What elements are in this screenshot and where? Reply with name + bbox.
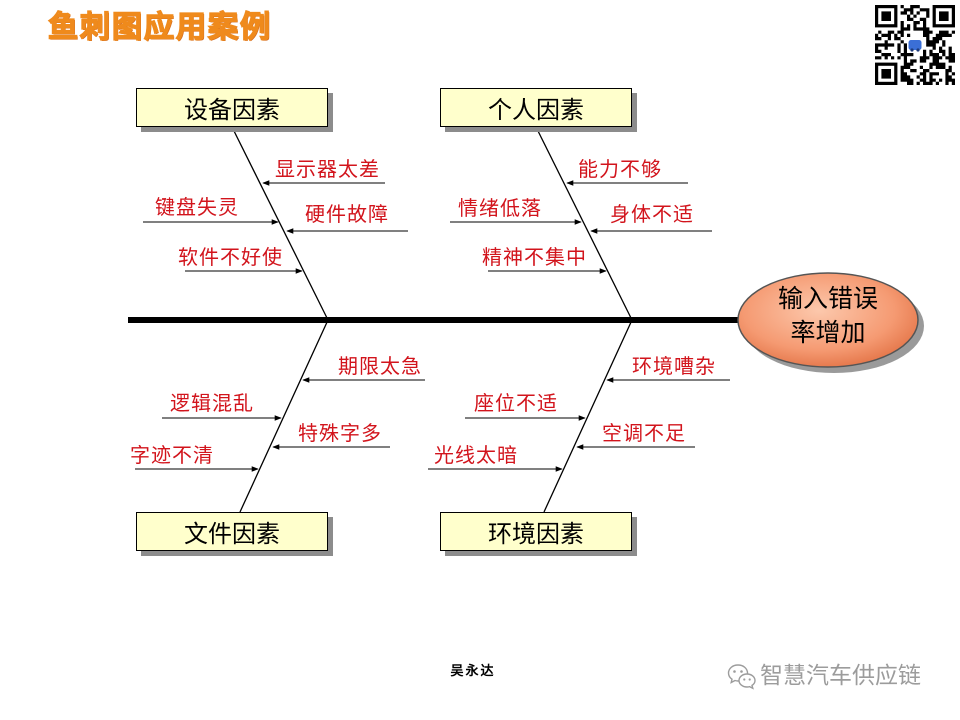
effect-label: 输入错误 率增加 xyxy=(738,282,918,350)
effect-line-2: 率增加 xyxy=(790,318,866,347)
category-label: 设备因素 xyxy=(184,96,280,124)
category-label: 环境因素 xyxy=(488,520,584,548)
cause-label-personal-1: 能力不够 xyxy=(578,157,662,181)
category-label: 文件因素 xyxy=(184,520,280,548)
category-box-personal: 个人因素 xyxy=(440,88,632,127)
watermark-text: 智慧汽车供应链 xyxy=(760,663,921,689)
bone-environment xyxy=(543,319,633,513)
cause-label-environment-3: 空调不足 xyxy=(602,421,686,445)
slide-title: 鱼刺图应用案例 xyxy=(47,9,272,45)
effect-head xyxy=(737,272,919,368)
cause-label-document-4: 字迹不清 xyxy=(130,443,214,467)
bone-personal xyxy=(535,126,633,321)
cause-label-document-3: 特殊字多 xyxy=(298,421,382,445)
cause-label-document-2: 逻辑混乱 xyxy=(170,391,254,415)
cause-label-equipment-1: 显示器太差 xyxy=(275,157,380,181)
cause-label-equipment-3: 硬件故障 xyxy=(305,202,389,226)
cause-label-personal-4: 精神不集中 xyxy=(482,245,587,269)
category-box-document: 文件因素 xyxy=(136,512,328,551)
category-box-equipment: 设备因素 xyxy=(136,88,328,127)
qr-finder-patterns xyxy=(875,5,955,85)
category-label: 个人因素 xyxy=(488,96,584,124)
bone-document xyxy=(239,319,329,513)
qr-code-icon xyxy=(875,5,955,85)
cause-label-document-1: 期限太急 xyxy=(338,354,422,378)
category-box-environment: 环境因素 xyxy=(440,512,632,551)
cause-label-environment-2: 座位不适 xyxy=(474,391,558,415)
cause-label-equipment-4: 软件不好使 xyxy=(178,245,283,269)
cause-label-environment-4: 光线太暗 xyxy=(434,443,518,467)
effect-line-1: 输入错误 xyxy=(777,284,878,313)
bone-equipment xyxy=(231,126,329,321)
cause-label-personal-2: 情绪低落 xyxy=(458,196,542,220)
wechat-icon xyxy=(727,664,756,690)
author-name: 吴永达 xyxy=(450,664,496,679)
cause-label-equipment-2: 键盘失灵 xyxy=(155,195,239,219)
cause-label-personal-3: 身体不适 xyxy=(610,202,694,226)
cause-label-environment-1: 环境嘈杂 xyxy=(632,354,716,378)
